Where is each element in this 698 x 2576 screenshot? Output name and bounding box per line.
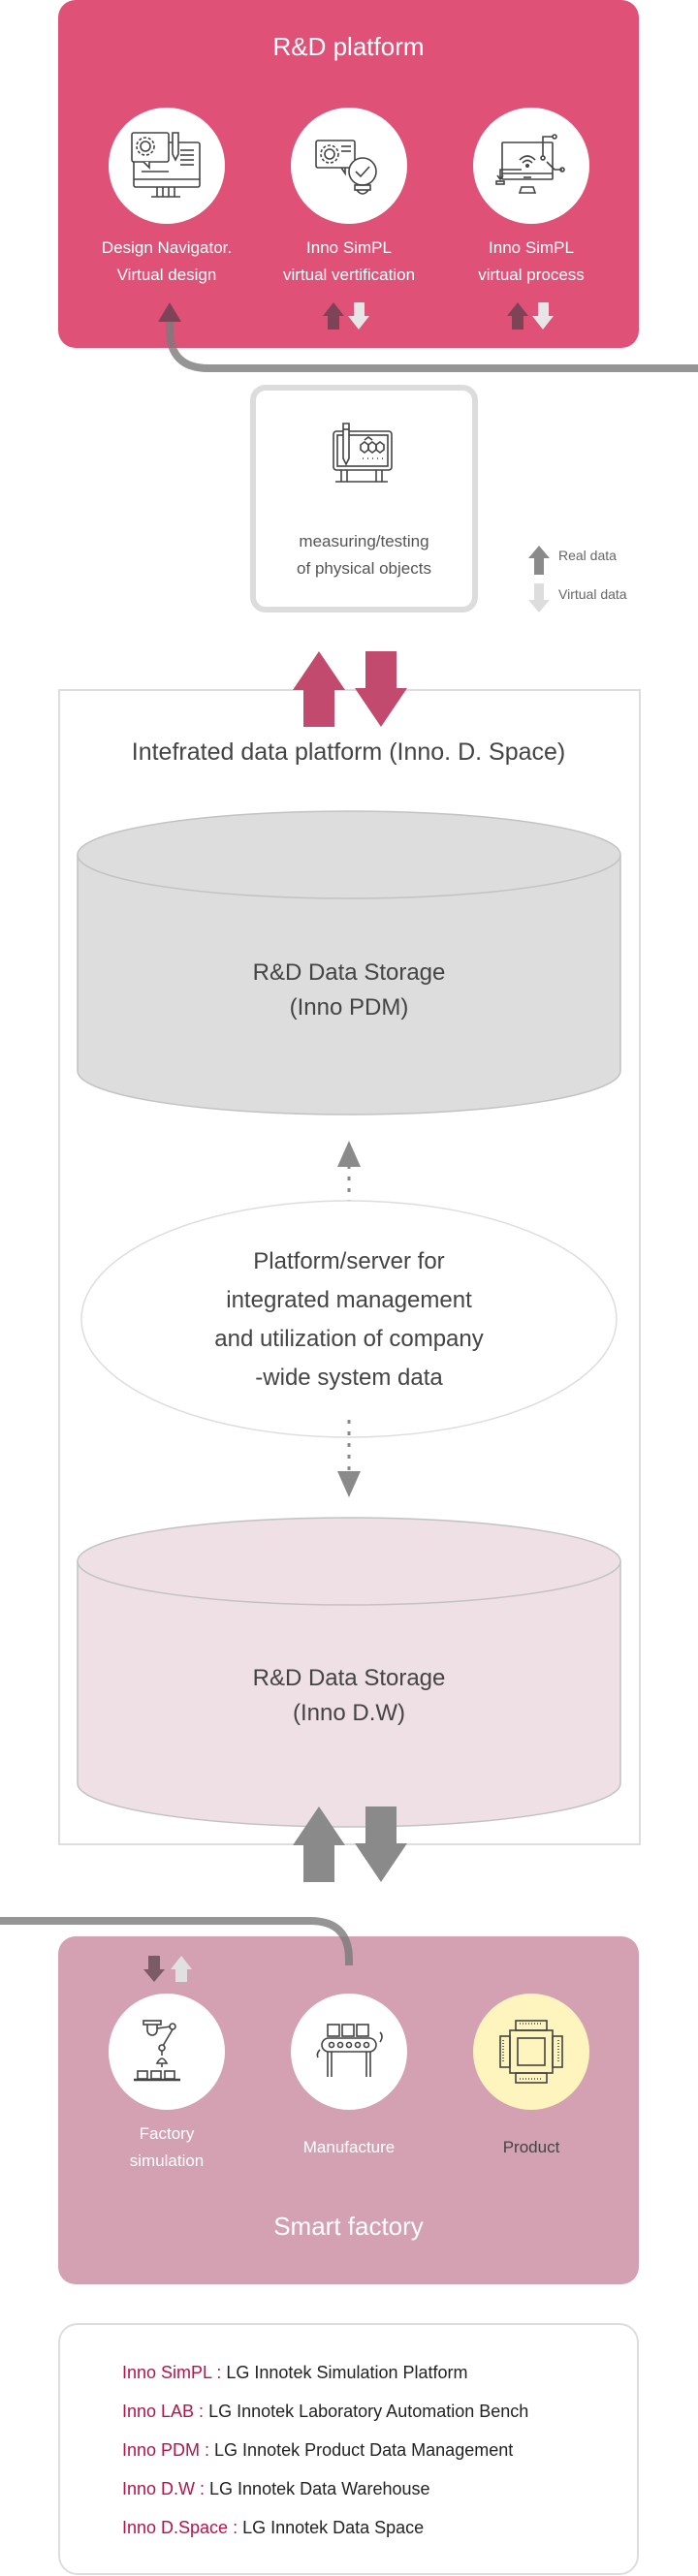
caption-line: Inno SimPL: [306, 238, 392, 257]
measuring-testing-label: measuring/testing of physical objects: [250, 528, 478, 582]
factory-simulation-node: [109, 1994, 225, 2110]
smart-factory-title: Smart factory: [273, 2212, 424, 2241]
glossary-definition: LG Innotek Product Data Management: [214, 2440, 514, 2460]
rd-platform-title: R&D platform: [272, 32, 425, 61]
caption-line: (Inno PDM): [289, 994, 409, 1021]
caption-line: and utilization of company: [214, 1326, 484, 1352]
glossary-item: Inno D.W : LG Innotek Data Warehouse: [122, 2469, 528, 2508]
real-data-arrow-icon: [507, 302, 528, 330]
dw-storage-label: R&D Data Storage (Inno D.W): [78, 1661, 620, 1731]
glossary-item: Inno D.Space : LG Innotek Data Space: [122, 2508, 528, 2547]
glossary-definition: LG Innotek Data Warehouse: [209, 2479, 430, 2498]
connector-arrowhead-up: [158, 302, 181, 322]
measuring-testing-box: [250, 385, 478, 613]
caption-line: Platform/server for: [253, 1248, 445, 1274]
pdm-storage-label: R&D Data Storage (Inno PDM): [78, 956, 620, 1025]
verification-bulb-icon: [315, 140, 377, 195]
glossary-term: Inno D.W :: [122, 2479, 210, 2498]
glossary-term: Inno D.Space :: [122, 2518, 243, 2537]
simpl-process-node: [473, 108, 589, 224]
caption-line: Factory: [139, 2124, 195, 2143]
robot-arm-icon: [134, 2020, 180, 2082]
dotted-arrow-up: [337, 1141, 361, 1216]
virtual-data-arrow-icon: [528, 583, 550, 613]
factory-simulation-caption: Factory simulation: [70, 2120, 264, 2175]
glossary-item: Inno LAB : LG Innotek Laboratory Automat…: [122, 2392, 528, 2431]
test-board-icon: [333, 423, 393, 483]
caption-line: of physical objects: [297, 559, 431, 578]
virtual-data-down-arrow: [355, 651, 407, 727]
real-data-arrow-icon: [323, 302, 344, 330]
integrated-data-platform-title: Intefrated data platform (Inno. D. Space…: [131, 738, 566, 766]
glossary-item: Inno PDM : LG Innotek Product Data Manag…: [122, 2431, 528, 2469]
caption-line: integrated management: [226, 1287, 472, 1313]
dotted-arrow-down: [337, 1420, 361, 1497]
chip-icon: [499, 2020, 563, 2084]
manufacture-caption: Manufacture: [252, 2134, 446, 2161]
real-data-arrow-icon: [143, 1956, 165, 1982]
product-caption: Product: [434, 2134, 628, 2161]
server-label: Platform/server for integrated managemen…: [78, 1242, 620, 1398]
manufacture-node: [291, 1994, 407, 2110]
integrated-data-platform-frame: [58, 689, 641, 1845]
simpl-process-caption: Inno SimPL virtual process: [434, 235, 628, 289]
real-virtual-arrows-verification: [323, 302, 369, 330]
connector-to-manufacture: [0, 1917, 353, 1965]
virtual-data-arrow-icon: [532, 302, 554, 330]
product-node: [473, 1994, 589, 2110]
caption-line: virtual process: [478, 266, 585, 284]
conveyor-icon: [316, 2024, 383, 2077]
glossary-box: [58, 2323, 639, 2575]
caption-line: Design Navigator.: [101, 238, 233, 257]
real-data-arrow-icon: [528, 546, 550, 575]
legend-real-data: Real data: [558, 548, 617, 563]
virtual-data-arrow-icon: [171, 1956, 192, 1982]
glossary-list: Inno SimPL : LG Innotek Simulation Platf…: [122, 2353, 528, 2547]
virtual-data-down-arrow: [355, 1806, 407, 1882]
caption-line: measuring/testing: [299, 532, 429, 550]
caption-line: Product: [502, 2138, 560, 2156]
caption-line: R&D Data Storage: [252, 959, 446, 986]
real-virtual-arrows-process: [507, 302, 554, 330]
simpl-verification-node: [291, 108, 407, 224]
glossary-definition: LG Innotek Simulation Platform: [226, 2363, 468, 2382]
caption-line: Virtual design: [116, 266, 217, 284]
pdm-storage-cylinder: [77, 810, 621, 1115]
real-data-up-arrow: [293, 1806, 345, 1882]
glossary-term: Inno PDM :: [122, 2440, 215, 2460]
caption-line: virtual vertification: [282, 266, 416, 284]
caption-line: (Inno D.W): [292, 1700, 405, 1726]
glossary-item: Inno SimPL : LG Innotek Simulation Platf…: [122, 2353, 528, 2392]
legend-virtual-data: Virtual data: [558, 586, 627, 602]
design-navigator-node: [109, 108, 225, 224]
simpl-verification-caption: Inno SimPL virtual vertification: [252, 235, 446, 289]
caption-line: Manufacture: [302, 2138, 396, 2156]
glossary-definition: LG Innotek Data Space: [242, 2518, 425, 2537]
connector-to-design-navigator: [166, 320, 698, 372]
design-navigator-caption: Design Navigator. Virtual design: [70, 235, 264, 289]
caption-line: Inno SimPL: [489, 238, 574, 257]
glossary-term: Inno SimPL :: [122, 2363, 227, 2382]
real-virtual-arrows-factory-sim: [143, 1956, 192, 1982]
real-data-up-arrow: [293, 651, 345, 727]
caption-line: simulation: [129, 2152, 205, 2170]
dw-storage-cylinder: [77, 1517, 621, 1828]
glossary-term: Inno LAB :: [122, 2402, 209, 2421]
caption-line: -wide system data: [255, 1365, 443, 1391]
glossary-definition: LG Innotek Laboratory Automation Bench: [208, 2402, 529, 2421]
process-monitor-icon: [495, 134, 565, 194]
server-ellipse: [80, 1200, 618, 1438]
design-monitor-icon: [131, 132, 201, 198]
caption-line: R&D Data Storage: [252, 1665, 446, 1691]
virtual-data-arrow-icon: [348, 302, 369, 330]
